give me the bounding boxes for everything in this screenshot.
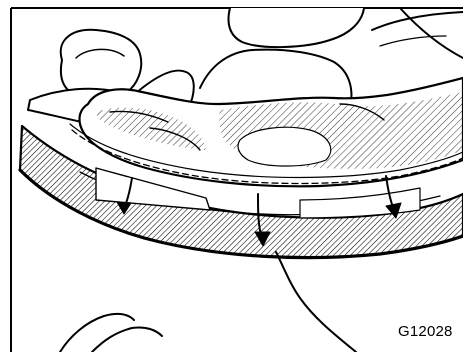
cable xyxy=(276,252,356,352)
floor-part xyxy=(92,327,162,352)
console-edge xyxy=(372,12,463,30)
seatback-right xyxy=(229,8,365,47)
cushion-highlight xyxy=(238,127,331,166)
figure-code-label: G12028 xyxy=(398,323,453,340)
